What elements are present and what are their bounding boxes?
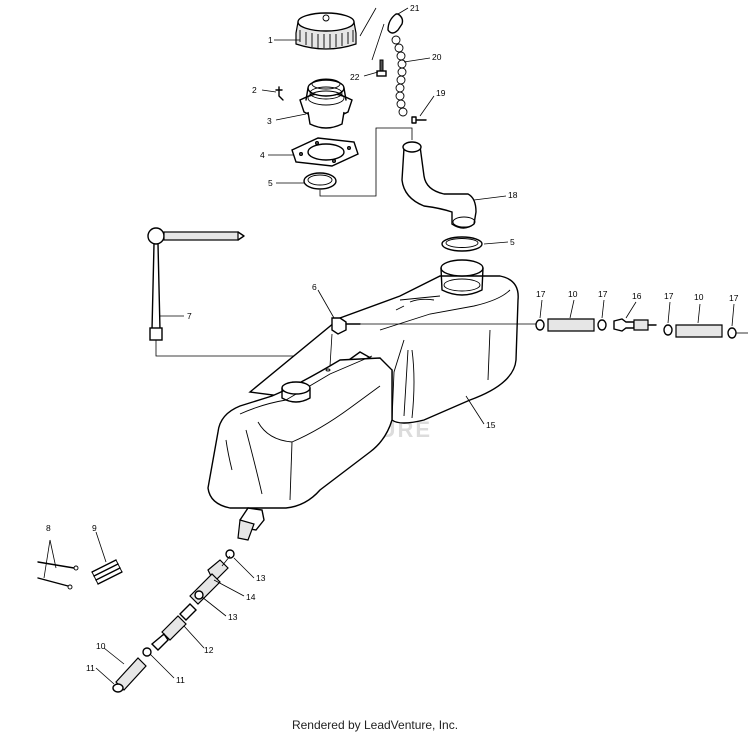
callout-17-b: 17 (598, 289, 608, 299)
callout-17-c: 17 (664, 291, 674, 301)
callout-19: 19 (436, 88, 446, 98)
vent-elbow (329, 317, 536, 367)
vent-fitting (275, 86, 284, 101)
callout-5-lower: 5 (510, 237, 515, 247)
callout-10-c: 10 (96, 641, 106, 651)
callout-12: 12 (204, 645, 214, 655)
chain-screw (376, 59, 387, 77)
fuel-gauge-sender (147, 227, 297, 382)
callout-3: 3 (267, 116, 272, 126)
callout-labels: 1 2 3 4 5 21 20 22 19 18 5 7 6 15 17 10 … (46, 3, 739, 685)
callout-2: 2 (252, 85, 257, 95)
callout-17-d: 17 (729, 293, 739, 303)
callout-11-b: 11 (176, 675, 185, 685)
callout-8: 8 (46, 523, 51, 533)
fuel-outlet-assembly (112, 507, 265, 693)
callout-4: 4 (260, 150, 265, 160)
vent-line-assembly (535, 318, 748, 339)
spring (91, 559, 123, 585)
callout-20: 20 (432, 52, 442, 62)
assembly-path-line (319, 127, 413, 197)
callout-9: 9 (92, 523, 97, 533)
hose-clamps (37, 539, 79, 590)
filler-hose (401, 141, 477, 229)
callout-21: 21 (410, 3, 420, 13)
callout-5-upper: 5 (268, 178, 273, 188)
callout-17-a: 17 (536, 289, 546, 299)
callout-18: 18 (508, 190, 518, 200)
callout-13-b: 13 (228, 612, 238, 622)
callout-22: 22 (350, 72, 360, 82)
callout-7: 7 (187, 311, 192, 321)
cap-tether-line (359, 7, 385, 61)
fuel-tank (207, 259, 519, 509)
callout-14: 14 (246, 592, 256, 602)
clamp-ring-upper (303, 172, 337, 190)
callout-13-a: 13 (256, 573, 266, 583)
callout-10-a: 10 (568, 289, 578, 299)
callout-16: 16 (632, 291, 642, 301)
gasket (291, 137, 359, 167)
cap-chain (387, 13, 408, 117)
render-credit: Rendered by LeadVenture, Inc. (291, 718, 459, 732)
rivet (411, 116, 427, 124)
callout-15: 15 (486, 420, 496, 430)
callout-10-b: 10 (694, 292, 704, 302)
filler-neck (299, 78, 353, 129)
clamp-ring-lower (441, 236, 483, 252)
callout-6: 6 (312, 282, 317, 292)
callout-1: 1 (268, 35, 273, 45)
fuel-cap (295, 12, 357, 50)
leader-lines (95, 7, 735, 685)
callout-11-a: 11 (86, 663, 95, 673)
